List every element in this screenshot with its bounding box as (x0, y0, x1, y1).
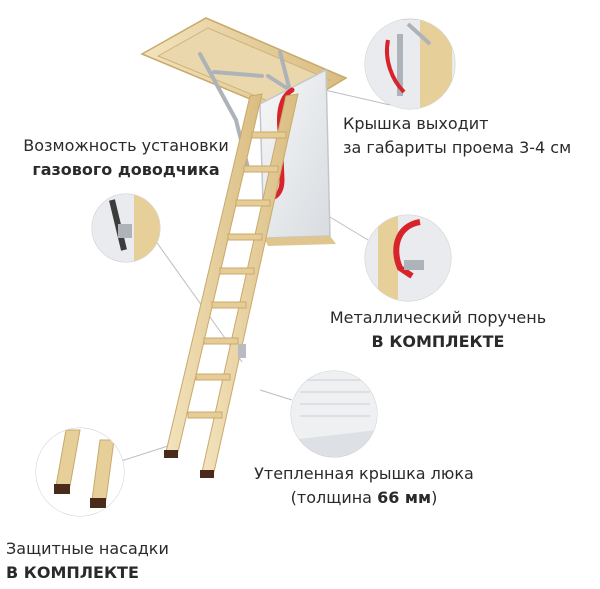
callout-rail-line2: В КОМПЛЕКТЕ (371, 332, 505, 351)
callout-metal-handrail: Металлический поручень В КОМПЛЕКТЕ (318, 306, 558, 354)
detail-circle-rail (364, 214, 452, 302)
callout-tips-line1: Защитные насадки (6, 539, 169, 558)
detail-circle-cover (364, 18, 456, 110)
detail-circle-tips (35, 427, 125, 517)
callout-rail-line1: Металлический поручень (329, 308, 547, 327)
callout-gas-line1: Возможность установки (23, 136, 229, 155)
callout-insulated-lid: Утепленная крышка люка (толщина 66 мм) (246, 462, 482, 510)
callout-tips-line2: В КОМПЛЕКТЕ (6, 563, 139, 582)
callout-protective-tips: Защитные насадки В КОМПЛЕКТЕ (6, 537, 169, 585)
callout-cover-overhang: Крышка выходит за габариты проема 3-4 см (343, 112, 571, 160)
callout-lid-prefix: (толщина (290, 488, 378, 507)
ladder (164, 93, 299, 478)
callout-gas-line2: газового доводчика (32, 160, 220, 179)
callout-cover-line2: за габариты проема 3-4 см (343, 138, 572, 157)
callout-lid-thickness: 66 мм (377, 488, 432, 507)
detail-circle-gas (91, 193, 161, 263)
callout-cover-line1: Крышка выходит (343, 114, 489, 133)
callout-lid-line2: (толщина 66 мм) (246, 486, 482, 510)
detail-circle-lid (290, 370, 378, 458)
callout-lid-suffix: ) (431, 488, 438, 507)
callout-lid-line1: Утепленная крышка люка (254, 464, 474, 483)
callout-gas-closer: Возможность установки газового доводчика (6, 134, 246, 182)
